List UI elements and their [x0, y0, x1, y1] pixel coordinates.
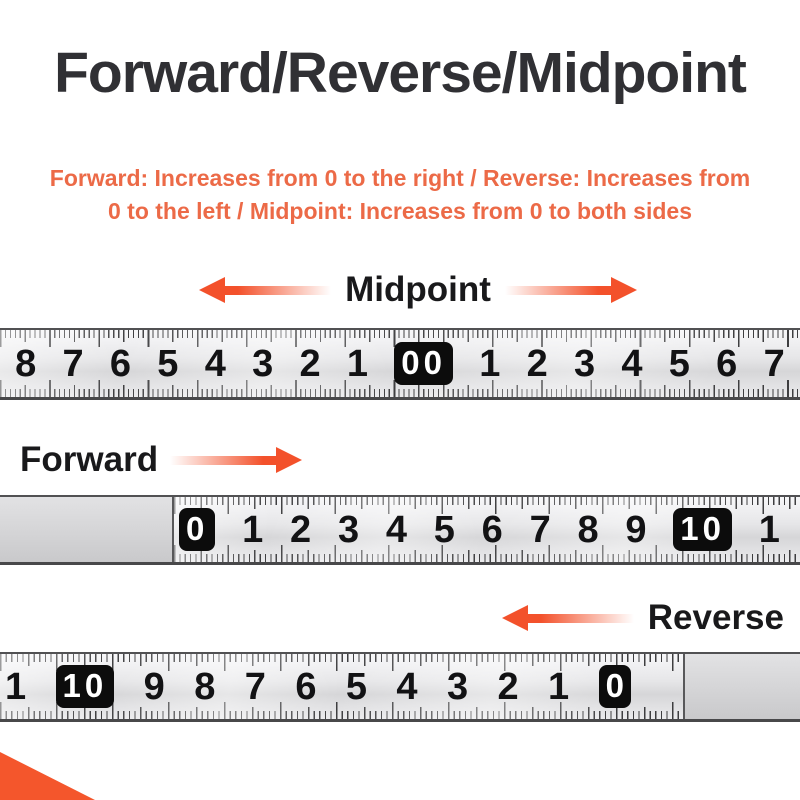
ruler-number: 2	[497, 665, 519, 708]
ruler-number: 9	[143, 665, 165, 708]
ruler-number: 6	[295, 665, 317, 708]
ruler-number-boxed: 10	[673, 508, 732, 551]
ruler-number: 6	[716, 342, 738, 385]
right-arrow-head	[276, 447, 303, 473]
left-arrow-shaft	[225, 285, 332, 295]
ruler-number: 1	[346, 342, 368, 385]
ruler-number: 4	[396, 665, 418, 708]
right-arrow-shaft	[504, 285, 611, 295]
ruler-forward-blank-tail	[0, 497, 172, 562]
ruler-number: 6	[109, 342, 132, 385]
ruler-number: 1	[242, 508, 264, 551]
subtitle: Forward: Increases from 0 to the right /…	[0, 162, 800, 229]
left-arrow-shaft	[527, 613, 634, 623]
ruler-number: 7	[763, 342, 785, 385]
ruler-number: 1	[5, 665, 27, 708]
left-arrow-head	[501, 605, 528, 631]
ruler-number: 9	[625, 508, 647, 551]
ruler-number: 5	[433, 508, 455, 551]
ruler-number: 1	[758, 508, 780, 551]
reverse-label: Reverse	[647, 598, 784, 637]
ruler-number: 5	[157, 342, 179, 385]
midpoint-label-row: Midpoint	[18, 270, 800, 310]
right-arrow-head	[610, 277, 637, 303]
ruler-number: 3	[252, 342, 274, 385]
right-arrow-icon	[170, 447, 303, 473]
ruler-number-boxed: 00	[394, 342, 453, 385]
midpoint-label: Midpoint	[345, 270, 491, 309]
ruler-number: 8	[577, 508, 599, 551]
ruler-number: 1	[548, 665, 570, 708]
ruler-number: 4	[385, 508, 407, 551]
ruler-reverse-blank-tail	[685, 654, 800, 719]
ruler-number: 7	[62, 342, 84, 385]
ruler-number: 5	[668, 342, 690, 385]
ruler-number: 1	[479, 342, 501, 385]
ruler-number: 3	[446, 665, 469, 708]
ruler-number-boxed: 0	[598, 665, 631, 708]
ruler-number: 6	[481, 508, 503, 551]
ruler-number: 2	[526, 342, 548, 385]
ruler-number: 4	[204, 342, 226, 385]
page-title: Forward/Reverse/Midpoint	[54, 41, 747, 105]
forward-label-row: Forward	[20, 440, 303, 480]
corner-triangle-icon	[0, 752, 95, 800]
ruler-number: 5	[345, 665, 367, 708]
ruler-number: 3	[574, 342, 596, 385]
forward-label: Forward	[20, 440, 159, 479]
ruler-number-boxed: 10	[55, 665, 115, 708]
ruler-number: 8	[194, 665, 216, 708]
subtitle-line-1: Forward: Increases from 0 to the right /…	[49, 165, 751, 191]
left-arrow-icon	[501, 605, 634, 631]
ruler-number-boxed: 0	[179, 508, 216, 551]
subtitle-line-2: 0 to the left / Midpoint: Increases from…	[107, 198, 692, 225]
ruler-number: 7	[244, 665, 266, 708]
ruler-number: 7	[529, 508, 551, 551]
ruler-number: 2	[290, 508, 312, 551]
left-arrow-head	[199, 277, 226, 303]
right-arrow-icon	[504, 277, 637, 303]
left-arrow-icon	[199, 277, 332, 303]
ruler-number: 4	[621, 342, 643, 385]
ruler-number: 2	[299, 342, 321, 385]
right-arrow-shaft	[170, 455, 277, 465]
ruler-number: 3	[337, 508, 360, 551]
ruler-number: 8	[15, 342, 37, 385]
reverse-label-row: Reverse	[501, 598, 784, 638]
